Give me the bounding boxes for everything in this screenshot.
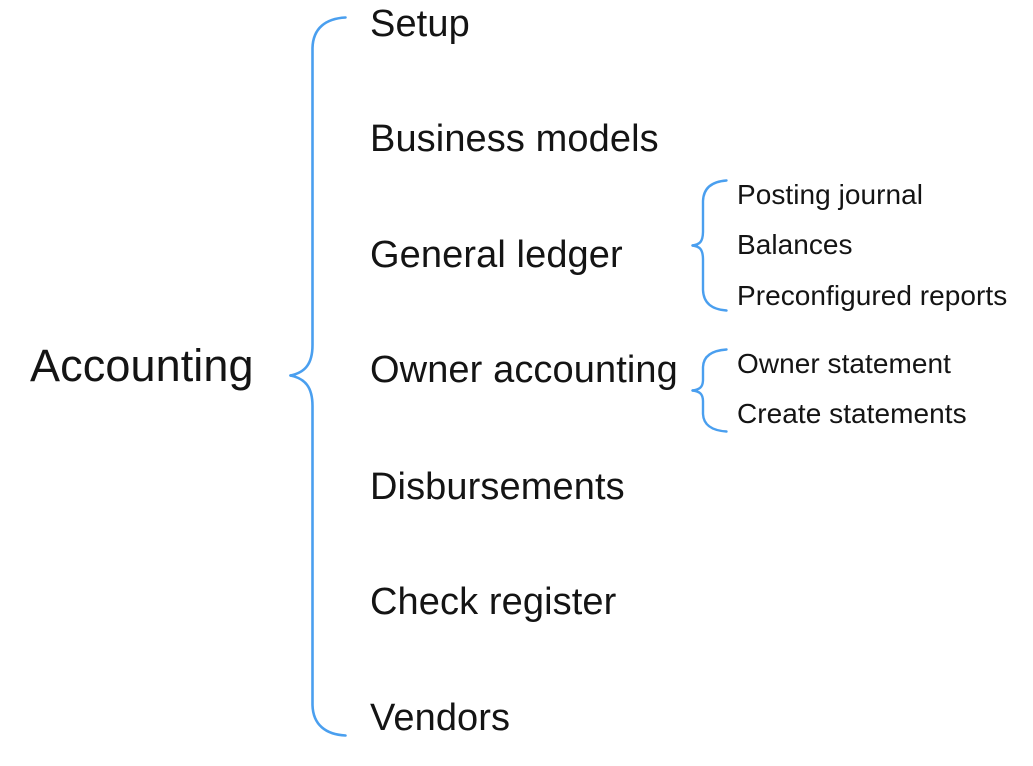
leaf-preconfigured-reports[interactable]: Preconfigured reports	[737, 280, 1008, 311]
root-brace	[289, 16, 347, 737]
branch-general-ledger[interactable]: General ledger	[370, 234, 623, 276]
root-node-accounting[interactable]: Accounting	[30, 340, 254, 391]
leaf-owner-statement[interactable]: Owner statement	[737, 348, 951, 379]
branch-check-register[interactable]: Check register	[370, 581, 617, 623]
branch-disbursements[interactable]: Disbursements	[370, 466, 625, 508]
leaf-posting-journal[interactable]: Posting journal	[737, 179, 923, 210]
branch-business-models[interactable]: Business models	[370, 118, 659, 160]
branch-vendors[interactable]: Vendors	[370, 697, 511, 739]
owner-accounting-brace	[691, 348, 728, 433]
branch-owner-accounting[interactable]: Owner accounting	[370, 349, 678, 391]
general-ledger-brace	[691, 179, 728, 312]
leaf-balances[interactable]: Balances	[737, 229, 853, 260]
branch-setup[interactable]: Setup	[370, 3, 470, 45]
leaf-create-statements[interactable]: Create statements	[737, 398, 967, 429]
